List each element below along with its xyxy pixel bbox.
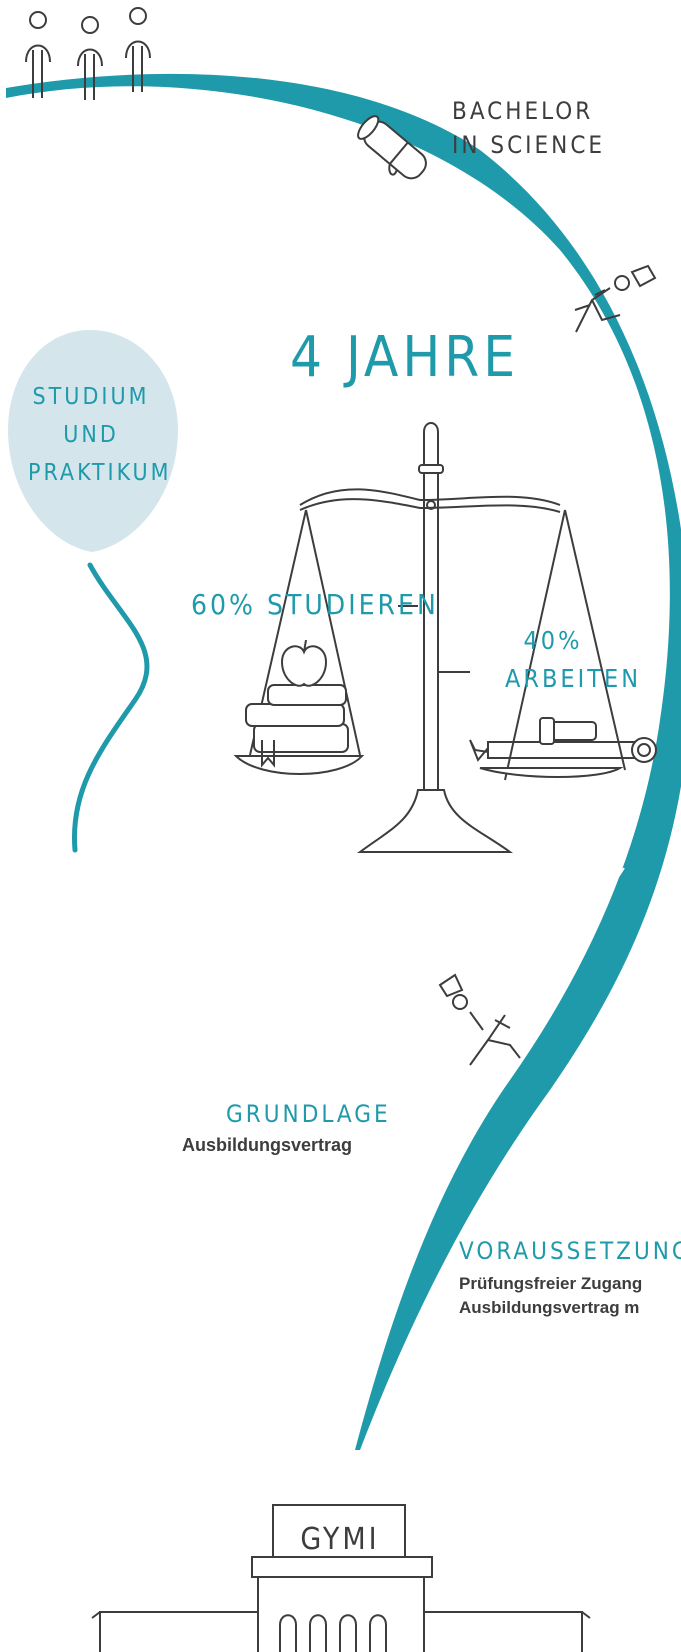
balloon-line-2: UND <box>63 422 119 448</box>
voraussetzungen-line-2: Ausbildungsvertrag m <box>459 1298 640 1317</box>
grundlage-text: Ausbildungsvertrag <box>182 1135 353 1155</box>
path-ribbon-highlight <box>547 317 634 781</box>
arbeiten-label: 40% ARBEITEN <box>505 622 642 698</box>
balloon-label: STUDIUM UND PRAKTIKUM <box>28 378 172 492</box>
people-icon <box>25 7 151 100</box>
direction-arrows <box>178 101 625 879</box>
diploma-icon <box>357 115 427 180</box>
bachelor-line-1: BACHELOR <box>452 97 594 125</box>
wrench-icon <box>469 717 657 778</box>
balloon-line-1: STUDIUM <box>32 384 150 410</box>
arbeiten-line-2: ARBEITEN <box>505 664 642 693</box>
balloon-line-3: PRAKTIKUM <box>28 460 172 486</box>
voraussetzungen-line-1: Prüfungsfreier Zugang <box>459 1274 643 1293</box>
voraussetzungen-title: VORAUSSETZUNGE <box>459 1237 681 1265</box>
school-sign: GYMI <box>300 1522 380 1557</box>
books-apple-icon <box>245 639 349 768</box>
balloon-string <box>71 562 150 853</box>
duration-title: 4 JAHRE <box>290 325 520 390</box>
balance-scale-icon <box>233 422 626 853</box>
balloon <box>8 330 178 853</box>
studieren-label: 60% STUDIEREN <box>191 588 439 621</box>
graduate-figure-icon-2 <box>438 973 521 1066</box>
school-building-icon <box>91 1504 591 1652</box>
bachelor-label: BACHELOR IN SCIENCE <box>452 94 605 162</box>
grundlage-title: GRUNDLAGE <box>226 1100 391 1128</box>
bachelor-line-2: IN SCIENCE <box>452 131 606 159</box>
arbeiten-line-1: 40% <box>523 626 583 655</box>
path-ribbon <box>6 73 681 1450</box>
graduate-figure-icon <box>574 264 657 333</box>
